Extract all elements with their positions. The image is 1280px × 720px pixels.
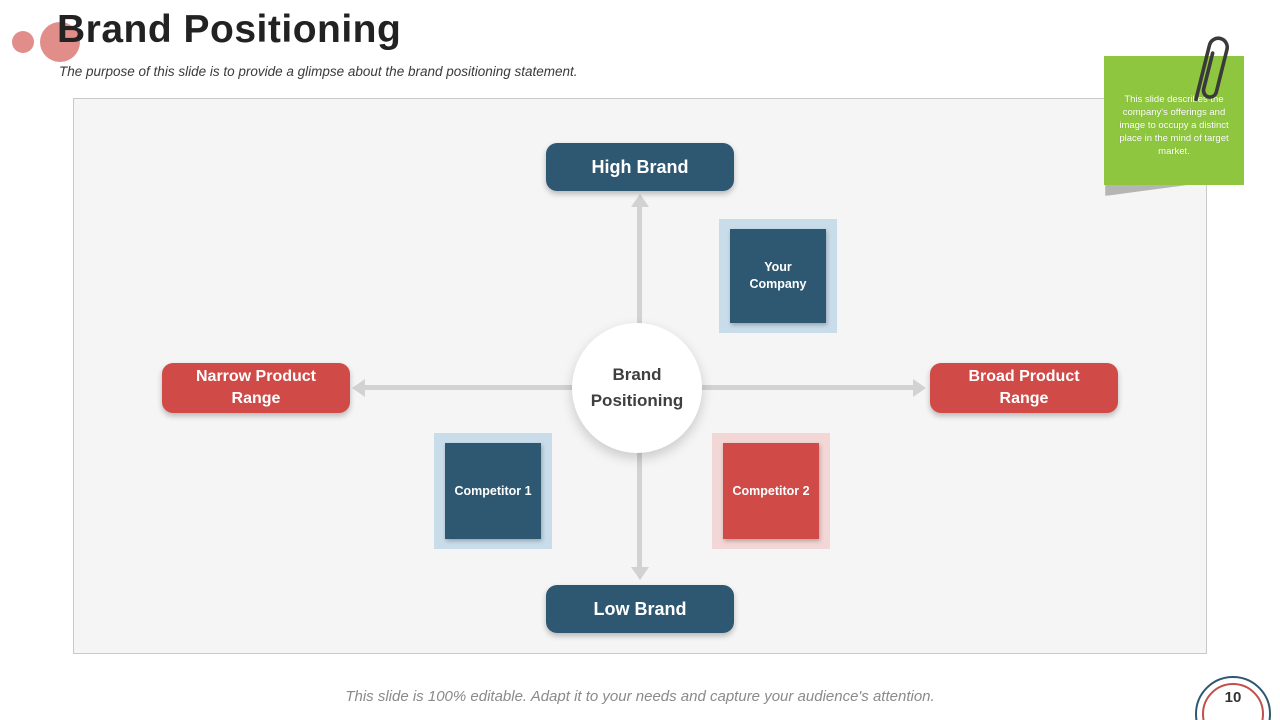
axis-label-text: High Brand — [591, 156, 689, 177]
quadrant-item-label: Your Company — [749, 260, 807, 291]
quadrant-item-square: Competitor 1 — [445, 443, 541, 539]
arrowhead-left-icon — [352, 378, 365, 397]
arrowhead-right-icon — [913, 378, 926, 397]
footer-note: This slide is 100% editable. Adapt it to… — [345, 688, 935, 705]
title-accent-dot-large — [40, 22, 80, 62]
slide-title: Brand Positioning — [57, 8, 402, 51]
axis-label-high-brand[interactable]: High Brand — [546, 143, 734, 191]
quadrant-item-label: Competitor 2 — [732, 483, 810, 498]
quadrant-item-square: Competitor 2 — [723, 443, 819, 539]
quadrant-item-label: Competitor 1 — [454, 483, 532, 498]
paperclip-icon — [1194, 36, 1230, 102]
arrowhead-up-icon — [631, 194, 649, 207]
page-number: 10 — [1224, 689, 1242, 706]
axis-label-text: Narrow Product Range — [195, 367, 316, 407]
quadrant-item-competitor-2[interactable]: Competitor 2 — [712, 433, 830, 549]
quadrant-item-competitor-1[interactable]: Competitor 1 — [434, 433, 552, 549]
axis-label-text: Broad Product Range — [968, 367, 1080, 407]
arrowhead-down-icon — [631, 567, 649, 580]
slide-subtitle: The purpose of this slide is to provide … — [59, 64, 578, 79]
title-accent-dot-small — [12, 31, 34, 53]
axis-label-low-brand[interactable]: Low Brand — [546, 585, 734, 633]
quadrant-item-your-company[interactable]: Your Company — [719, 219, 837, 333]
sticky-note-text: This slide describes the company's offer… — [1119, 94, 1229, 157]
center-node-brand-positioning[interactable]: Brand Positioning — [572, 323, 702, 453]
quadrant-item-square: Your Company — [730, 229, 826, 323]
axis-label-text: Low Brand — [593, 598, 687, 619]
axis-label-narrow-product-range[interactable]: Narrow Product Range — [162, 363, 350, 413]
center-node-label: Brand Positioning — [590, 364, 684, 410]
axis-label-broad-product-range[interactable]: Broad Product Range — [930, 363, 1118, 413]
